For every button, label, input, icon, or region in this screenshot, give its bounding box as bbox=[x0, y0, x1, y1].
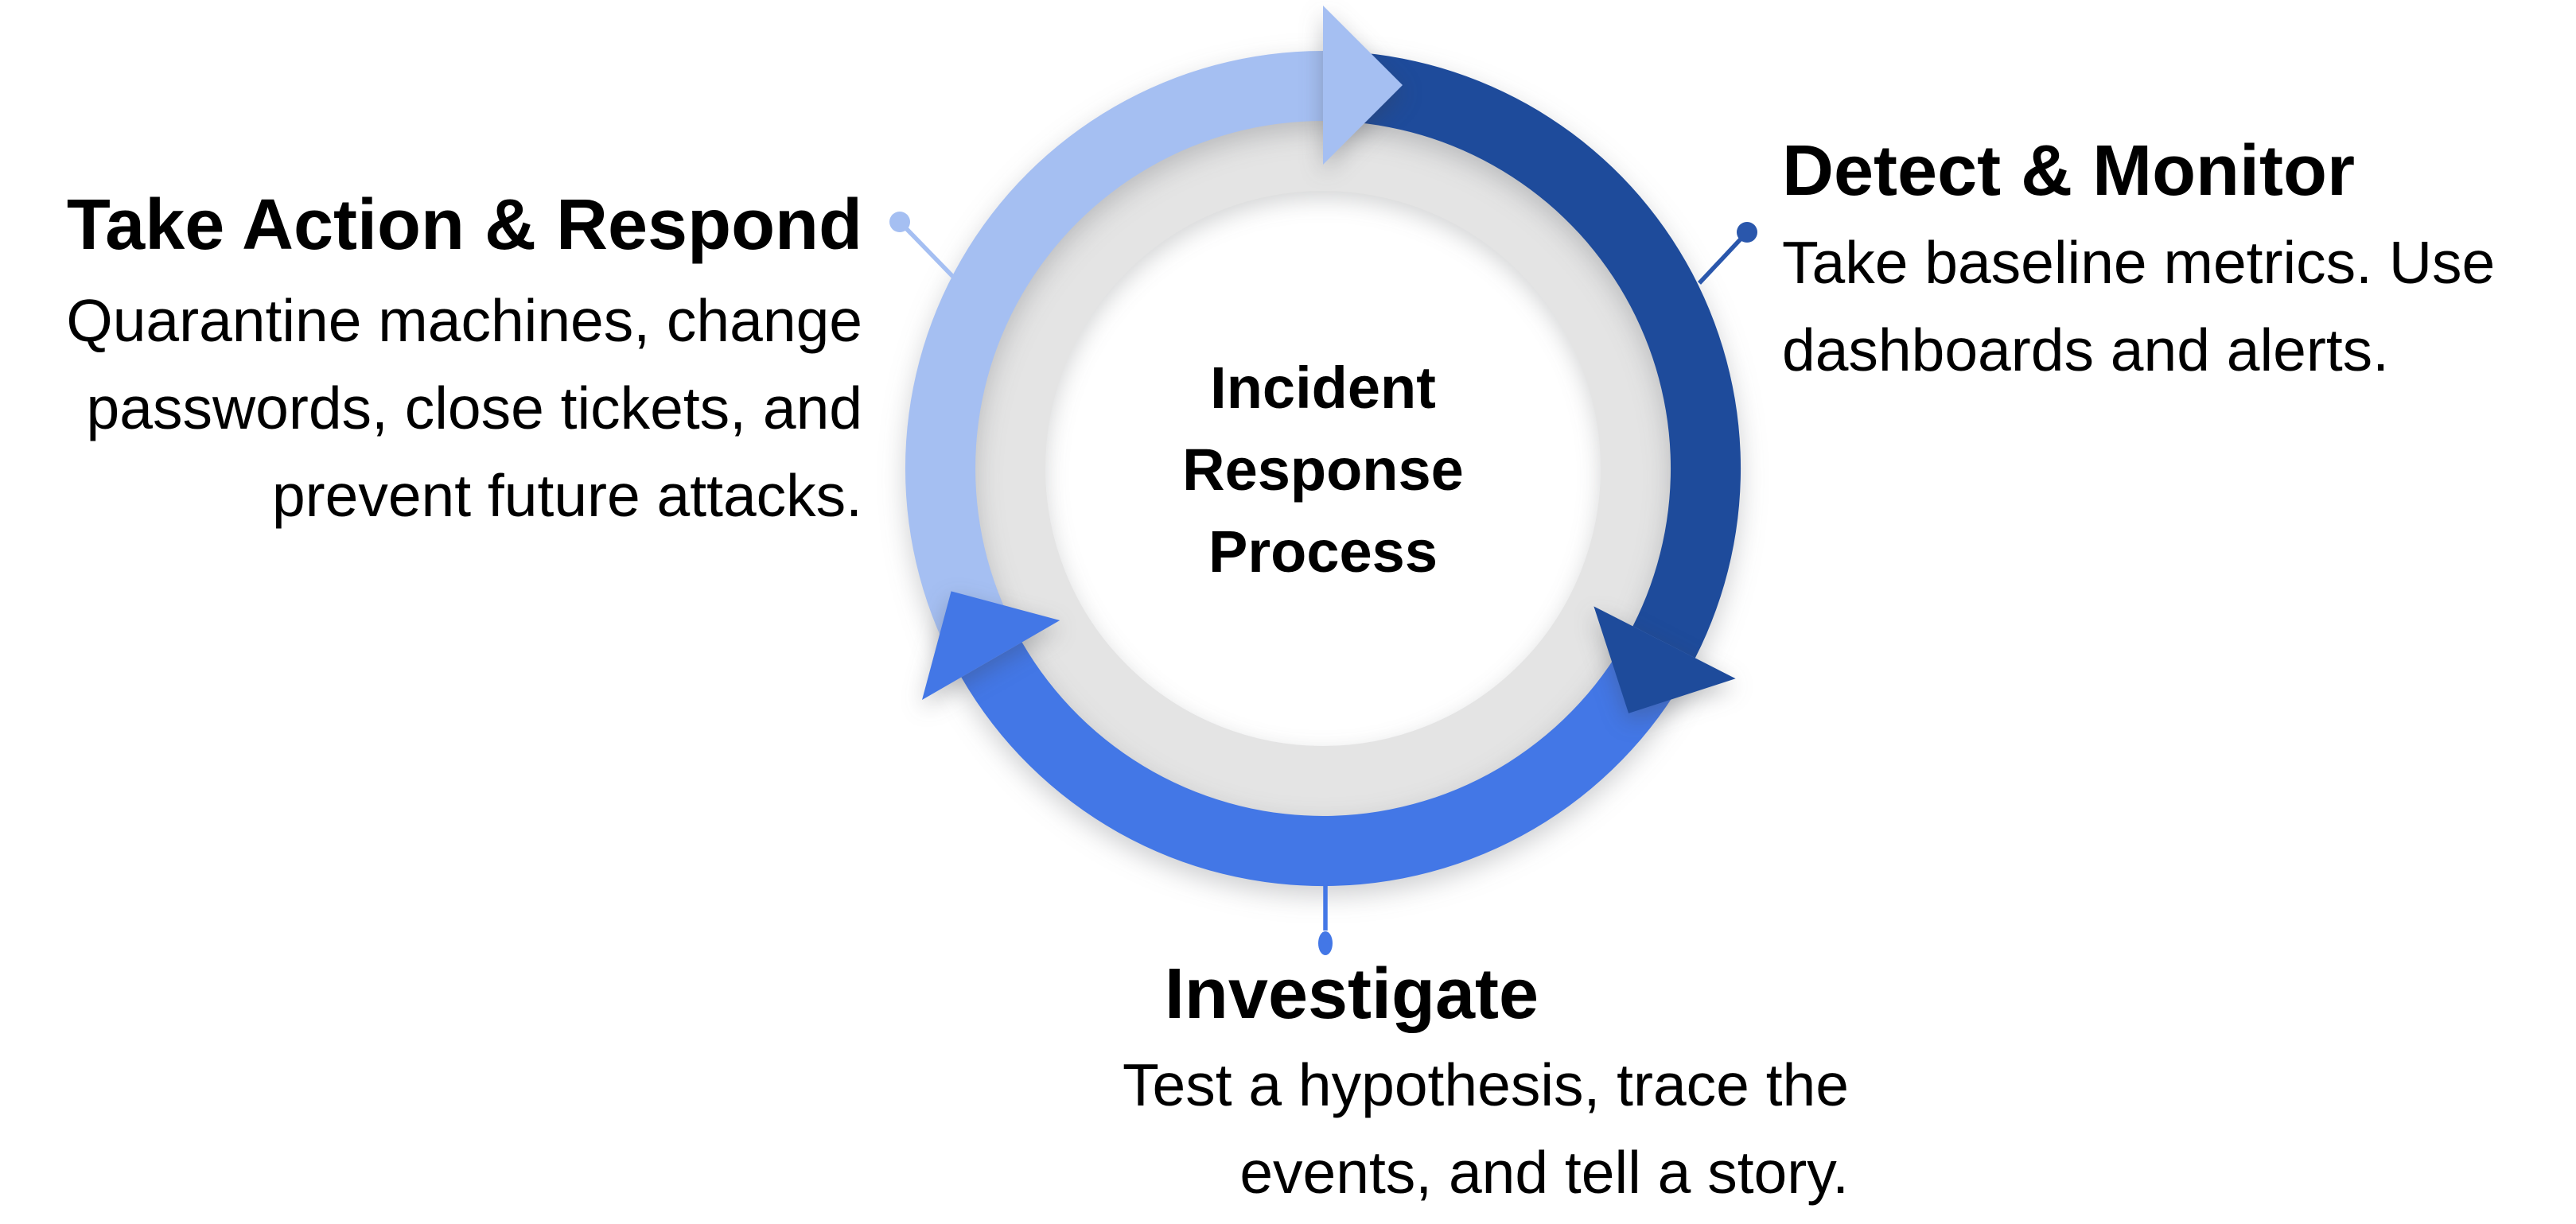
cycle-arc-respond bbox=[905, 50, 1323, 678]
cycle-arc-investigate bbox=[961, 626, 1695, 887]
connector-line-respond bbox=[898, 220, 955, 279]
stage-description-line: Test a hypothesis, trace the bbox=[1122, 1051, 1849, 1118]
center-label: Incident Response Process bbox=[1005, 347, 1641, 593]
center-label-line: Response bbox=[1182, 437, 1464, 503]
center-label-line: Process bbox=[1208, 519, 1438, 585]
stage-title-detect: Detect & Monitor bbox=[1782, 131, 2355, 211]
stage-title-investigate: Investigate bbox=[1164, 954, 1539, 1034]
stage-description-line: Quarantine machines, change bbox=[66, 287, 862, 354]
arrowhead-investigate-icon bbox=[922, 591, 1060, 700]
connector-dot-detect bbox=[1737, 222, 1757, 243]
cycle-arc-detect bbox=[1323, 51, 1741, 659]
arrowhead-detect-icon bbox=[1593, 606, 1736, 713]
stage-description-line: prevent future attacks. bbox=[271, 462, 862, 529]
stage-title-respond: Take Action & Respond bbox=[66, 185, 862, 265]
stage-description-respond: Quarantine machines, change passwords, c… bbox=[66, 277, 862, 539]
stage-description-line: events, and tell a story. bbox=[1239, 1139, 1849, 1206]
stage-description-line: Take baseline metrics. Use bbox=[1782, 229, 2496, 296]
stage-description-investigate: Test a hypothesis, trace the events, and… bbox=[1123, 1041, 1849, 1216]
stage-description-detect: Take baseline metrics. Use dashboards an… bbox=[1782, 219, 2495, 394]
stage-description-line: passwords, close tickets, and bbox=[86, 375, 862, 441]
connector-line-detect bbox=[1697, 231, 1749, 285]
connector-dot-respond bbox=[889, 212, 910, 232]
stage-description-line: dashboards and alerts. bbox=[1782, 317, 2390, 383]
center-label-line: Incident bbox=[1210, 355, 1436, 421]
connector-dot-investigate bbox=[1318, 931, 1333, 955]
arrowhead-respond-icon bbox=[1323, 6, 1403, 165]
